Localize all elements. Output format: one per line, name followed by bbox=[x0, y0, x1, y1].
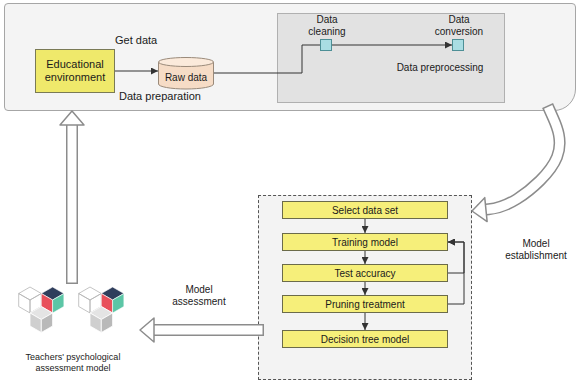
box-label: Select data set bbox=[332, 205, 398, 216]
connector bbox=[448, 242, 464, 273]
arrow-shaft bbox=[72, 123, 73, 278]
cylinder-top bbox=[159, 58, 214, 67]
colored-cube bbox=[41, 287, 64, 313]
wire-cube bbox=[79, 287, 102, 313]
model-label: Teachers' psychological assessment model bbox=[6, 352, 140, 374]
arrow-shaft bbox=[152, 330, 258, 331]
arrow-shaft-outline bbox=[484, 111, 560, 210]
box-label: Educational environment bbox=[36, 58, 114, 83]
panel: Data preparation Educational environmentR… bbox=[4, 3, 576, 111]
group-title: Model establishment bbox=[499, 238, 573, 262]
hollow-arrow bbox=[472, 111, 560, 222]
wire-cube bbox=[19, 287, 42, 313]
hollow-arrowhead bbox=[140, 318, 154, 342]
box-label: Training model bbox=[332, 237, 398, 248]
hollow-arrow bbox=[60, 111, 84, 278]
box-label: Raw data bbox=[165, 72, 207, 83]
arrow-shaft-fill bbox=[68, 123, 77, 278]
connector bbox=[365, 251, 366, 264]
gray-cube bbox=[30, 307, 53, 333]
hollow-arrowhead bbox=[60, 111, 84, 125]
dashed-group: Model establishmentSelect data setTraini… bbox=[258, 195, 472, 380]
connector-line bbox=[332, 45, 452, 46]
edge-label: Model assessment bbox=[164, 284, 234, 308]
process-box: Pruning treatment bbox=[282, 295, 448, 313]
box-label: Decision tree model bbox=[321, 334, 409, 345]
process-box: Test accuracy bbox=[282, 264, 448, 282]
panel-title: Data preparation bbox=[119, 90, 201, 102]
group-box: Data preprocessingData cleaningData conv… bbox=[277, 13, 505, 103]
step-square: Data conversion bbox=[452, 39, 464, 51]
hollow-arrowhead bbox=[472, 198, 487, 222]
hollow-arrow bbox=[140, 318, 258, 342]
connector bbox=[448, 242, 464, 304]
connector bbox=[365, 313, 366, 330]
process-box: Select data set bbox=[282, 201, 448, 219]
connector bbox=[115, 71, 158, 72]
connector-line bbox=[365, 219, 366, 233]
step-label: Data conversion bbox=[429, 14, 489, 37]
process-box: Educational environment bbox=[35, 49, 115, 93]
connector-line bbox=[365, 251, 366, 264]
process-box: Training model bbox=[282, 233, 448, 251]
step-square: Data cleaning bbox=[320, 39, 332, 51]
arrow-shaft bbox=[484, 111, 560, 210]
step-label: Data cleaning bbox=[297, 14, 357, 37]
connector-line bbox=[365, 313, 366, 330]
connector bbox=[214, 45, 320, 73]
arrow-shaft-outline bbox=[66, 123, 78, 278]
colored-cube bbox=[101, 287, 124, 313]
process-box: Decision tree model bbox=[282, 330, 448, 348]
connector bbox=[365, 219, 366, 233]
arrow-shaft-fill bbox=[484, 111, 560, 210]
arrow-shaft-fill bbox=[152, 326, 258, 335]
connector bbox=[365, 282, 366, 295]
edge-label: Get data bbox=[115, 34, 157, 47]
connector bbox=[332, 45, 452, 46]
connector-line bbox=[448, 242, 464, 304]
arrow-shaft-outline bbox=[152, 324, 258, 336]
connector-line bbox=[115, 71, 158, 72]
connector-line bbox=[214, 45, 320, 73]
group-title: Data preprocessing bbox=[390, 62, 490, 74]
connector-line bbox=[365, 282, 366, 295]
connector-line bbox=[448, 242, 464, 273]
database-cylinder: Raw data bbox=[158, 57, 214, 89]
model-icon: Teachers' psychological assessment model bbox=[6, 278, 140, 376]
box-label: Pruning treatment bbox=[325, 299, 405, 310]
gray-cube bbox=[90, 307, 113, 333]
box-label: Test accuracy bbox=[334, 268, 395, 279]
